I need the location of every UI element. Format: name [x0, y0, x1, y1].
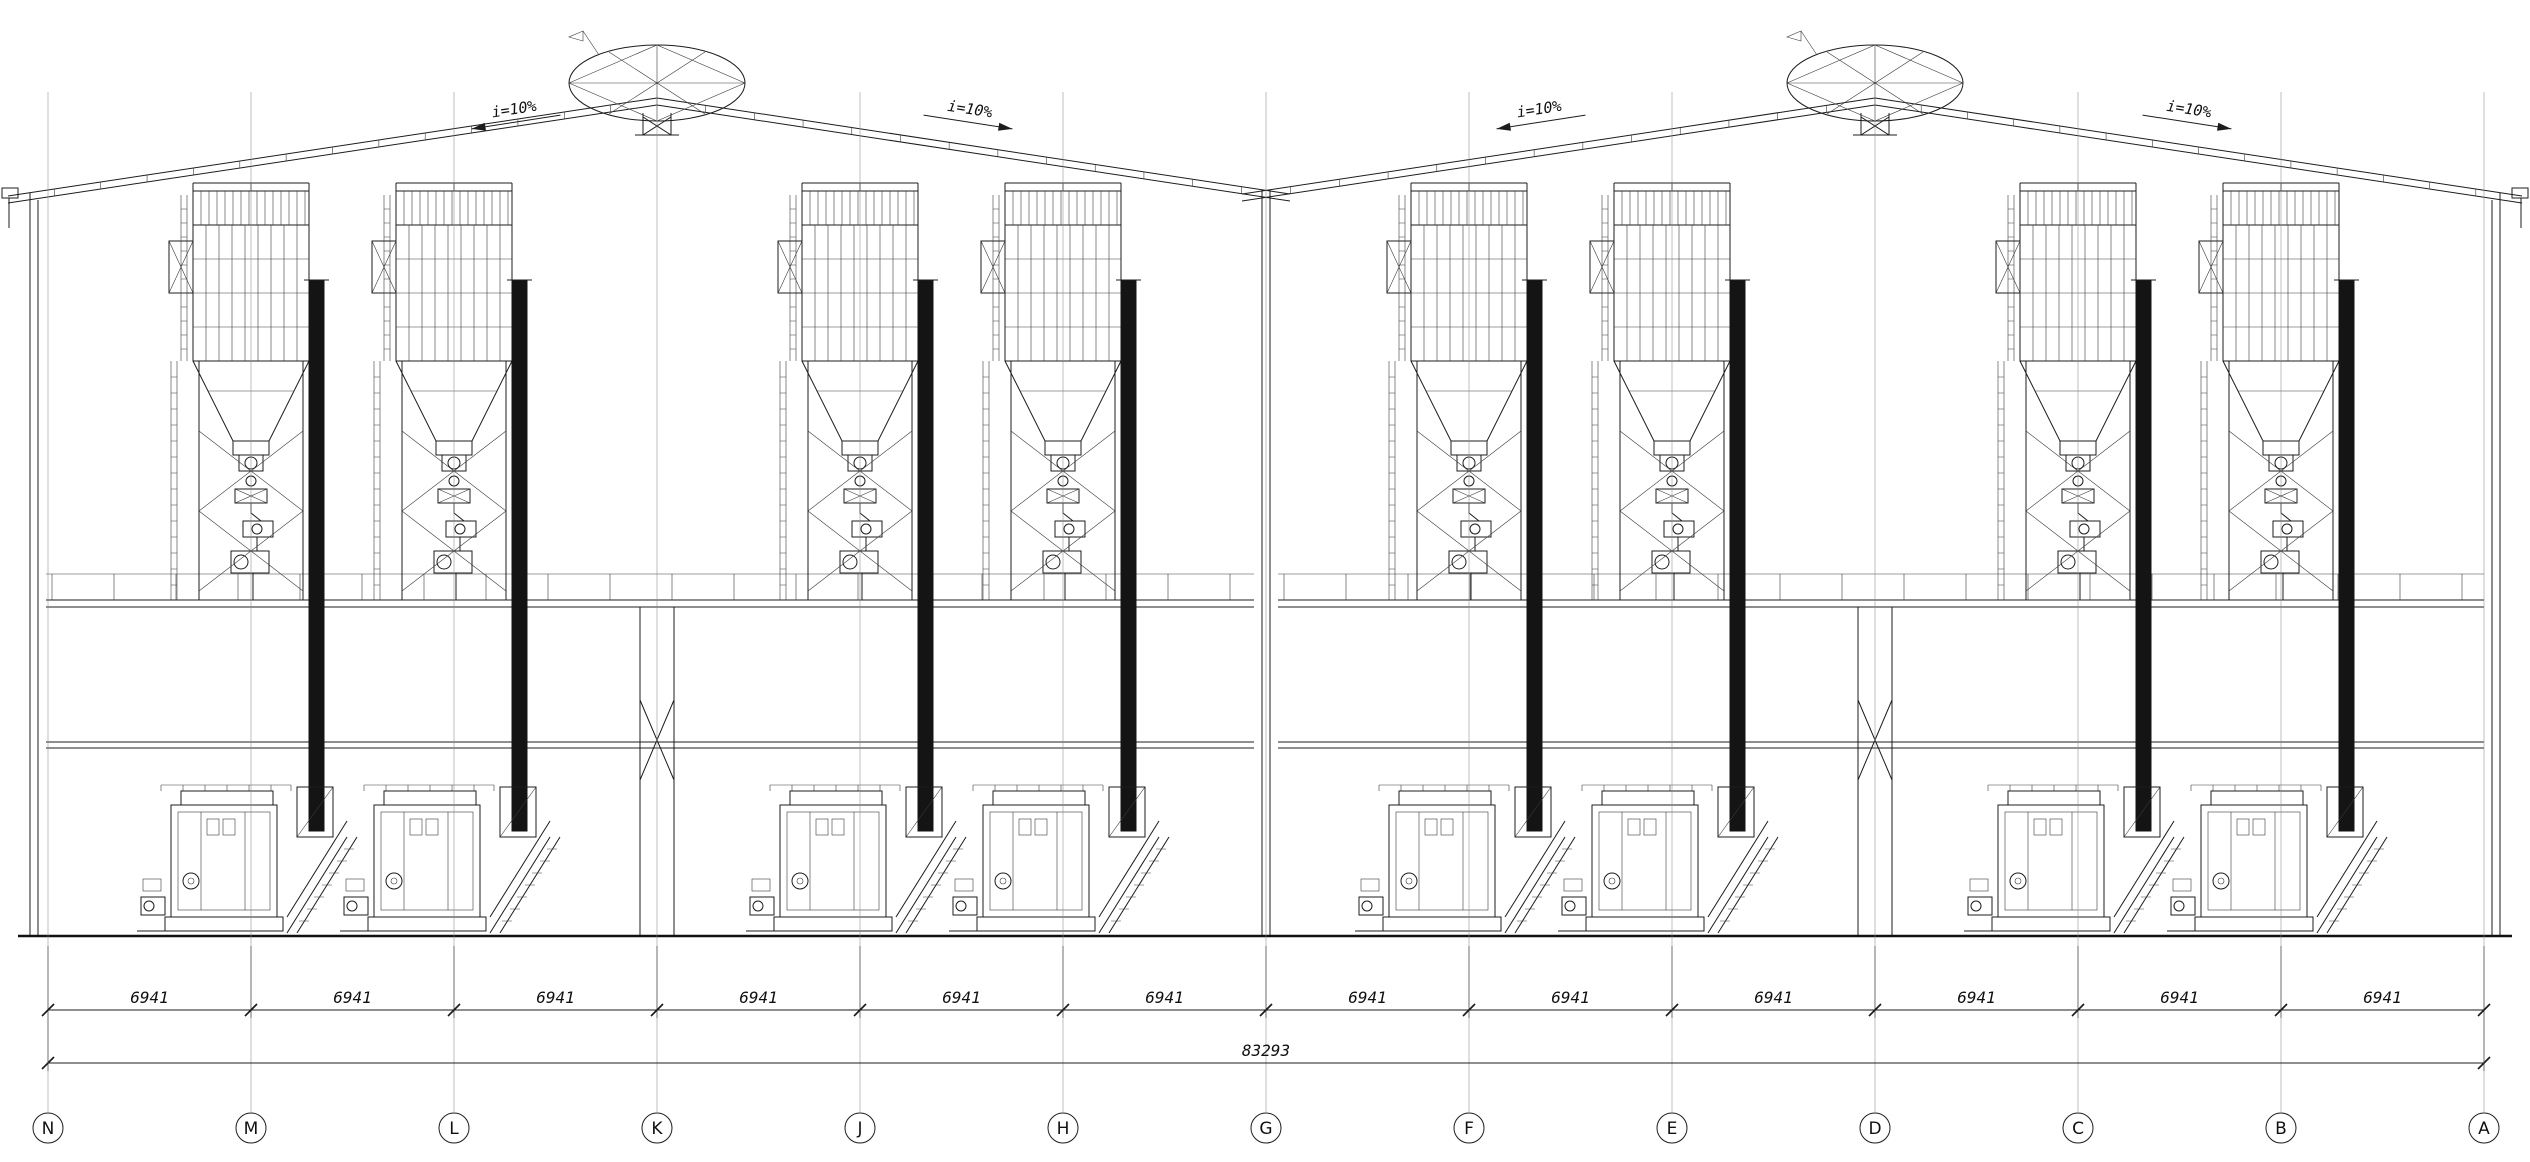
grid-label-D: D — [1868, 1119, 1881, 1139]
grid-bubble-F — [1453, 1112, 1485, 1144]
bag-filter-boiler-unit — [1963, 182, 2185, 934]
slope-annotation: i=10% — [1496, 97, 1586, 131]
bag-filter-boiler-unit — [339, 182, 561, 934]
bay-dimension-text: 6941 — [739, 988, 778, 1007]
bay-dimension-text: 6941 — [130, 988, 169, 1007]
bay-dimension-text: 6941 — [942, 988, 981, 1007]
grid-bubble-J — [844, 1112, 876, 1144]
slope-annotations: i=10% i=10% i=10% i=10% — [471, 97, 2232, 131]
bay-dimension-text: 6941 — [2160, 988, 2199, 1007]
bag-filter-boiler-unit — [745, 182, 967, 934]
slope-arrowhead — [1496, 122, 1511, 131]
roof-slope-line — [1241, 97, 1876, 195]
slope-annotation: i=10% — [923, 97, 1013, 131]
slope-arrow-line — [923, 114, 1013, 130]
grid-bubble-D — [1859, 1112, 1891, 1144]
upper-platform — [46, 599, 2484, 608]
grid-bubble-C — [2062, 1112, 2094, 1144]
grid-label-G: G — [1259, 1119, 1272, 1139]
grid-label-H: H — [1057, 1119, 1070, 1139]
building-structure — [1, 187, 2529, 938]
bag-filter-boiler-unit — [1557, 182, 1779, 934]
lower-platform — [46, 741, 2484, 749]
slope-arrowhead — [471, 122, 486, 131]
grid-bubble-L — [438, 1112, 470, 1144]
right-eave-gutter — [2511, 187, 2529, 228]
slope-arrow-line — [1496, 114, 1586, 130]
bag-filter-boiler-unit — [2166, 182, 2388, 934]
bay-dimension-text: 6941 — [1957, 988, 1996, 1007]
bay-dimension-text: 6941 — [536, 988, 575, 1007]
bay-dimension-text: 6941 — [1348, 988, 1387, 1007]
grid-bubble-E — [1656, 1112, 1688, 1144]
slope-annotation: i=10% — [2142, 97, 2232, 131]
grid-label-L: L — [449, 1119, 459, 1139]
bag-filter-boiler-unit — [948, 182, 1170, 934]
right-wall — [2491, 193, 2501, 936]
roof-slope-line — [656, 97, 1291, 195]
grid-bubble-G — [1250, 1112, 1282, 1144]
grid-label-K: K — [651, 1119, 663, 1139]
grid-label-N: N — [42, 1119, 55, 1139]
grid-label-A: A — [2478, 1119, 2490, 1139]
slope-arrow-line — [2142, 114, 2232, 130]
bag-filter-boiler-unit — [136, 182, 358, 934]
grid-label-M: M — [244, 1119, 259, 1139]
bay-dimension-text: 6941 — [1754, 988, 1793, 1007]
grid-bubble-B — [2265, 1112, 2297, 1144]
roof-slope-inner-line — [656, 104, 1291, 202]
bay-dimension-text: 6941 — [2363, 988, 2402, 1007]
total-dimension-text: 83293 — [1242, 1041, 1290, 1060]
slope-label: i=10% — [946, 97, 993, 122]
roof — [7, 97, 2523, 204]
slope-label: i=10% — [490, 97, 537, 122]
grid-label-C: C — [2072, 1119, 2084, 1139]
slope-label: i=10% — [2165, 97, 2212, 122]
handrail-posts — [51, 574, 2463, 600]
bag-filter-boiler-unit — [1354, 182, 1576, 934]
grid-bubble-K — [641, 1112, 673, 1144]
grid-bubble-M — [235, 1112, 267, 1144]
slope-arrowhead — [2217, 122, 2232, 131]
grid-label-J: J — [856, 1119, 862, 1139]
slope-arrow-line — [471, 114, 561, 130]
grid-label-B: B — [2275, 1119, 2287, 1139]
roof-slope-inner-line — [1241, 104, 1876, 202]
bay-dimension-text: 6941 — [1145, 988, 1184, 1007]
grid-label-F: F — [1464, 1119, 1474, 1139]
grid-bubble-A — [2468, 1112, 2500, 1144]
slope-arrowhead — [998, 122, 1013, 131]
grid-label-E: E — [1667, 1119, 1678, 1139]
dimension-lines: 83293 6941 6941 6941 6941 6941 6941 6941 6941 69… — [41, 988, 2491, 1071]
bay-dimension-text: 6941 — [1551, 988, 1590, 1007]
grid-bubble-H — [1047, 1112, 1079, 1144]
bay-dimension-text: 6941 — [333, 988, 372, 1007]
grid-bubble-N — [32, 1112, 64, 1144]
left-wall — [29, 193, 39, 936]
middle-expansion-joint-wall — [1261, 190, 1271, 936]
slope-label: i=10% — [1515, 97, 1562, 122]
left-eave-gutter — [1, 187, 19, 228]
